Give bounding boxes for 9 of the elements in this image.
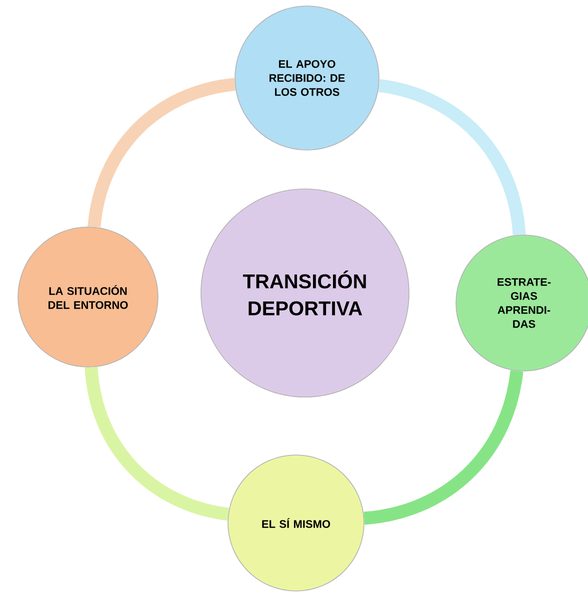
circle-node: TRANSICIÓN DEPORTIVA: [200, 188, 410, 398]
circle-node: EL SÍ MISMO: [228, 454, 364, 592]
circle-node: ESTRATE- GIAS APRENDI- DAS: [456, 234, 588, 372]
ring-arc: [363, 370, 524, 525]
ring-arc: [84, 366, 230, 521]
circle-node: LA SITUACIÓN DEL ENTORNO: [18, 226, 158, 368]
ring-arc: [378, 79, 526, 236]
circle-node: EL APOYO RECIBIDO: DE LOS OTROS: [234, 6, 380, 150]
ring-arc: [88, 78, 236, 228]
